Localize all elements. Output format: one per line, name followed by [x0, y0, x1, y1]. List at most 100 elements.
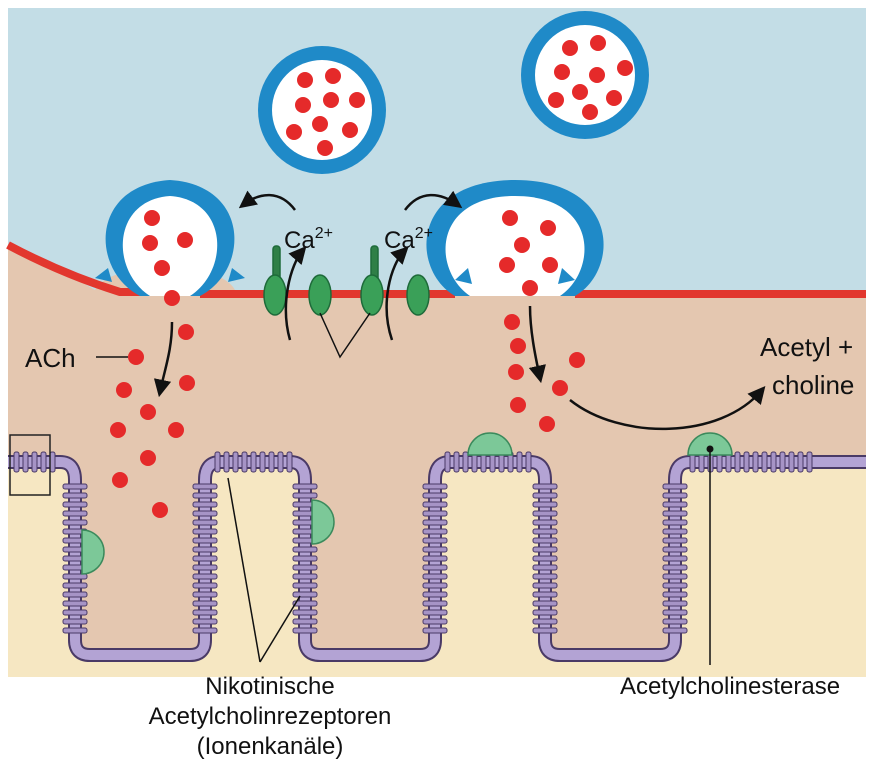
- receptor-subunit: [532, 555, 558, 562]
- receptor-subunit: [62, 492, 88, 499]
- receptor-subunit: [752, 451, 759, 473]
- receptor-subunit: [662, 555, 688, 562]
- receptor-subunit: [743, 451, 750, 473]
- receptor-subunit: [22, 451, 29, 473]
- receptor-subunit: [62, 618, 88, 625]
- receptor-subunit: [192, 492, 218, 499]
- receptor-subunit: [62, 483, 88, 490]
- receptor-subunit: [422, 555, 448, 562]
- receptor-subunit: [192, 609, 218, 616]
- receptor-subunit: [192, 618, 218, 625]
- receptor-subunit: [516, 451, 523, 473]
- receptor-subunit: [192, 591, 218, 598]
- receptor-subunit: [62, 510, 88, 517]
- receptor-subunit: [268, 451, 275, 473]
- receptor-subunit: [232, 451, 239, 473]
- receptor-subunit: [422, 528, 448, 535]
- receptor-subunit: [422, 600, 448, 607]
- receptor-subunit: [532, 564, 558, 571]
- receptor-subunit: [292, 627, 318, 634]
- fusing-vesicle: [426, 180, 604, 296]
- receptor-subunit: [462, 451, 469, 473]
- receptor-subunit: [770, 451, 777, 473]
- receptor-leader: [227, 477, 261, 663]
- receptor-subunit: [292, 600, 318, 607]
- receptor-subunit: [62, 600, 88, 607]
- receptor-subunit: [662, 501, 688, 508]
- leader-line: [319, 312, 371, 359]
- acetylcholine-molecules: [110, 314, 585, 518]
- fusing-vesicle: [95, 180, 245, 306]
- receptor-subunit: [422, 546, 448, 553]
- calcium-label-left: Ca2+: [284, 225, 333, 254]
- diffusion-arrow: [528, 305, 546, 384]
- receptor-subunit: [422, 537, 448, 544]
- receptor-subunit: [292, 582, 318, 589]
- inset-box: [9, 434, 51, 496]
- receptor-caption-line3: (Ionenkanäle): [196, 733, 344, 760]
- receptor-subunit: [62, 627, 88, 634]
- receptor-subunit: [662, 618, 688, 625]
- receptor-subunit: [62, 591, 88, 598]
- receptor-subunit: [422, 492, 448, 499]
- receptor-subunit: [532, 600, 558, 607]
- receptor-subunit: [62, 519, 88, 526]
- receptor-subunit: [532, 618, 558, 625]
- receptor-subunit: [734, 451, 741, 473]
- receptor-subunit: [192, 501, 218, 508]
- exocytosis-arrow: [404, 190, 463, 211]
- calcium-label-right: Ca2+: [384, 225, 433, 254]
- receptor-subunit: [62, 609, 88, 616]
- receptor-subunit: [192, 564, 218, 571]
- presynaptic-membrane: [6, 241, 140, 296]
- calcium-influx-arrow: [284, 246, 307, 341]
- receptor-subunit: [422, 591, 448, 598]
- receptor-subunit: [532, 627, 558, 634]
- receptor-subunit: [532, 492, 558, 499]
- receptor-subunit: [286, 451, 293, 473]
- receptor-subunit: [662, 627, 688, 634]
- receptor-subunit: [662, 519, 688, 526]
- receptor-subunit: [422, 483, 448, 490]
- ach-label: ACh: [25, 343, 76, 373]
- receptor-subunit: [292, 573, 318, 580]
- receptor-subunit: [797, 451, 804, 473]
- receptor-subunit: [422, 627, 448, 634]
- receptor-subunit: [31, 451, 38, 473]
- receptor-subunit: [241, 451, 248, 473]
- receptor-subunit: [662, 510, 688, 517]
- receptor-subunit: [214, 451, 221, 473]
- receptor-subunit: [292, 618, 318, 625]
- receptor-subunit: [422, 564, 448, 571]
- caption-area: [0, 677, 889, 768]
- receptor-subunit: [422, 501, 448, 508]
- diffusion-arrow: [153, 321, 174, 398]
- receptor-subunit: [662, 591, 688, 598]
- receptor-subunit: [662, 528, 688, 535]
- receptor-subunit: [292, 546, 318, 553]
- receptor-leader: [259, 595, 301, 663]
- receptor-subunit: [292, 555, 318, 562]
- receptor-subunit: [192, 582, 218, 589]
- receptor-subunit: [788, 451, 795, 473]
- receptor-subunit: [292, 564, 318, 571]
- receptor-subunit: [292, 591, 318, 598]
- receptor-subunit: [532, 573, 558, 580]
- receptor-subunit: [662, 609, 688, 616]
- receptor-subunit: [192, 573, 218, 580]
- receptor-subunit: [662, 564, 688, 571]
- receptor-subunit: [662, 573, 688, 580]
- receptor-subunit: [453, 451, 460, 473]
- receptor-subunit: [192, 483, 218, 490]
- receptor-subunit: [277, 451, 284, 473]
- receptor-subunit: [422, 573, 448, 580]
- receptor-subunit: [532, 528, 558, 535]
- receptor-subunit: [192, 519, 218, 526]
- receptor-subunit: [13, 451, 20, 473]
- receptor-subunit: [532, 510, 558, 517]
- receptor-subunit: [192, 627, 218, 634]
- receptor-subunit: [532, 483, 558, 490]
- receptor-subunit: [444, 451, 451, 473]
- receptor-subunit: [532, 582, 558, 589]
- acetyl-label: Acetyl +: [760, 332, 853, 362]
